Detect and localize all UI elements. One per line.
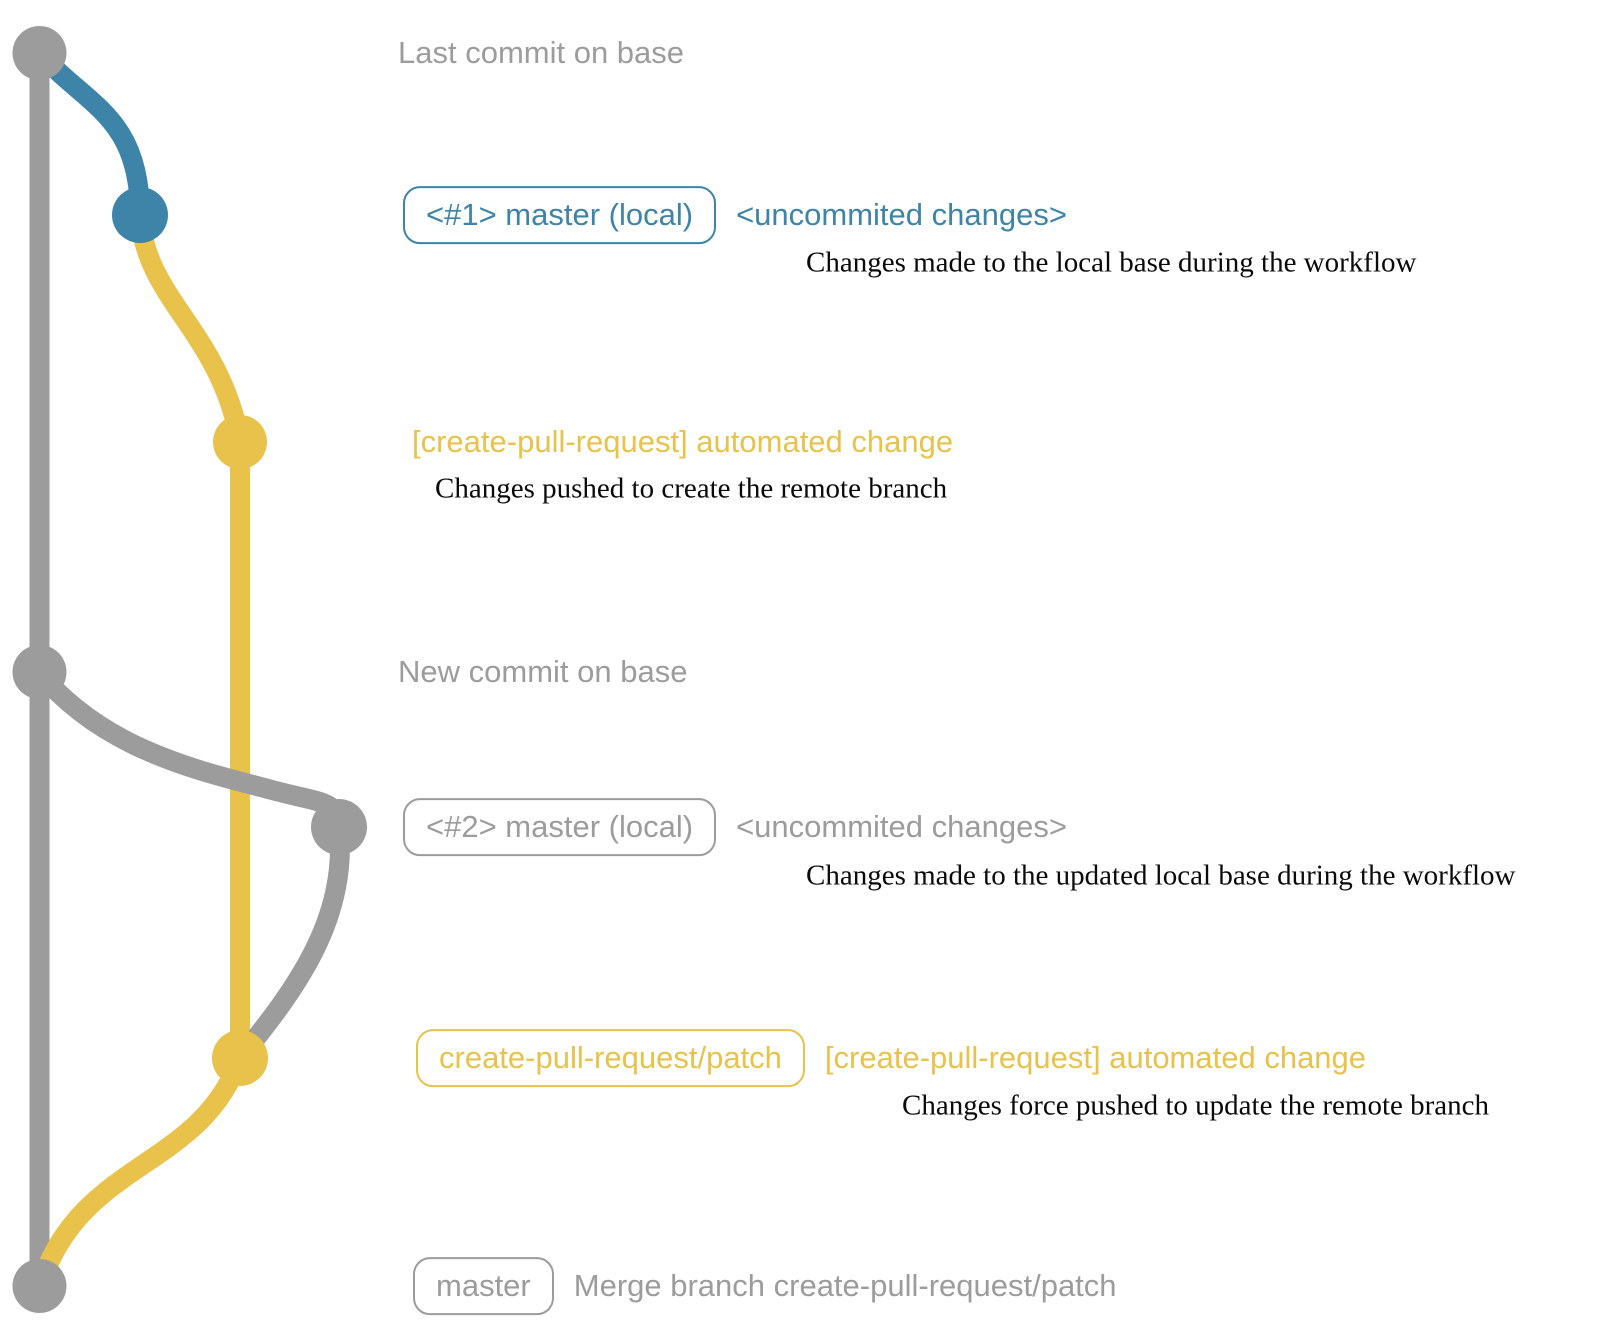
- branch-label: create-pull-request/patch: [439, 1040, 782, 1076]
- label-last-commit-on-base: Last commit on base: [398, 35, 684, 71]
- row-uncommitted-1: <#1> master (local) <uncommited changes>: [403, 186, 1067, 244]
- row-automated-change-1: [create-pull-request] automated change: [412, 424, 953, 460]
- branch-label: master: [436, 1268, 531, 1304]
- commit-message: [create-pull-request] automated change: [824, 1040, 1367, 1076]
- annotation-automated-change-2: Changes force pushed to update the remot…: [902, 1089, 1490, 1122]
- node-merge-master: [12, 1259, 67, 1313]
- branch-label: <#1> master (local): [426, 197, 694, 233]
- commit-message: <uncommited changes>: [736, 809, 1067, 845]
- edge-uncommitted-changes-1: [32, 46, 150, 216]
- commit-message: Last commit on base: [398, 35, 685, 71]
- node-last-commit-base: [12, 26, 67, 80]
- commit-message: New commit on base: [398, 654, 688, 690]
- label-new-commit-on-base: New commit on base: [398, 654, 687, 690]
- node-automated-change-2: [212, 1030, 268, 1086]
- row-automated-change-2: create-pull-request/patch [create-pull-r…: [416, 1029, 1366, 1087]
- row-merge-master: master Merge branch create-pull-request/…: [413, 1257, 1117, 1315]
- annotation-automated-change-1: Changes pushed to create the remote bran…: [435, 472, 948, 505]
- commit-message: Merge branch create-pull-request/patch: [573, 1268, 1117, 1304]
- row-uncommitted-2: <#2> master (local) <uncommited changes>: [403, 798, 1067, 856]
- edge-uncommitted-changes-2: [31, 665, 350, 1065]
- edge-merge-to-master: [30, 1054, 250, 1290]
- node-uncommitted-1: [112, 187, 168, 243]
- annotation-uncommitted-1: Changes made to the local base during th…: [806, 246, 1417, 279]
- node-new-commit-base: [12, 645, 67, 699]
- annotation-uncommitted-2: Changes made to the updated local base d…: [806, 859, 1516, 892]
- branch-label-box-master-local-1: <#1> master (local): [403, 186, 717, 244]
- branch-label-box-master-local-2: <#2> master (local): [403, 798, 717, 856]
- branch-label-box-patch: create-pull-request/patch: [416, 1029, 805, 1087]
- edge-patch-branch: [130, 214, 250, 1058]
- branch-label-box-master: master: [413, 1257, 554, 1315]
- branch-label: <#2> master (local): [426, 809, 694, 845]
- node-automated-change-1: [213, 415, 267, 469]
- commit-message: [create-pull-request] automated change: [412, 424, 954, 460]
- node-uncommitted-2: [311, 799, 367, 855]
- commit-message: <uncommited changes>: [736, 197, 1067, 233]
